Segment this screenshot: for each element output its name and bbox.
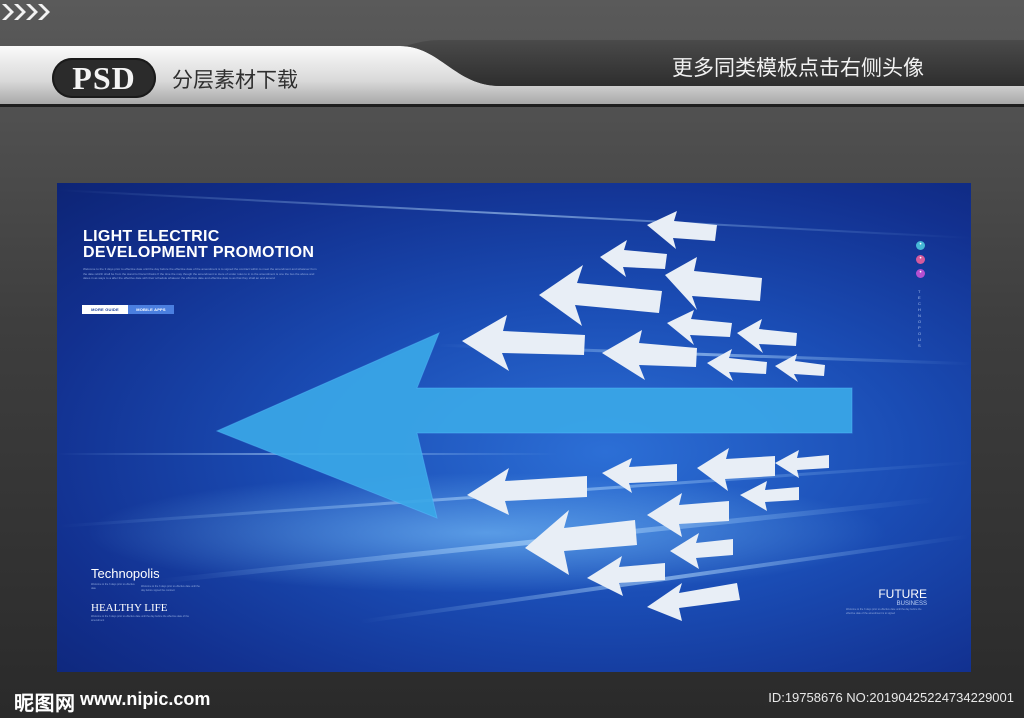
side-icon-column: • • •	[914, 241, 926, 283]
settings-icon: •	[916, 255, 925, 264]
user-icon: •	[916, 269, 925, 278]
headline-line-1: LIGHT ELECTRIC	[83, 228, 220, 245]
poster-headline: LIGHT ELECTRIC DEVELOPMENT PROMOTION	[83, 229, 314, 261]
pill-buttons: MORE GUIDE MOBILE APPS	[82, 305, 174, 314]
side-vertical-text: TECHNOPOLIS	[918, 289, 922, 348]
image-id: ID:19758676 NO:20190425224734229001	[768, 690, 1014, 705]
big-arrow	[215, 332, 853, 519]
site-url[interactable]: www.nipic.com	[80, 689, 211, 709]
psd-subtitle: 分层素材下载	[172, 68, 298, 92]
poster-preview[interactable]: LIGHT ELECTRIC DEVELOPMENT PROMOTION Wel…	[57, 183, 971, 672]
technopolis-note-left: Welcome to the 3 days prior to effective…	[91, 583, 135, 590]
future-title: FUTURE	[878, 587, 927, 601]
top-banner: PSD 分层素材下载 更多同类模板点击右侧头像	[0, 0, 1024, 118]
future-note: Welcome to the 3 days prior to effective…	[846, 608, 922, 615]
poster-body-text: Welcome to the 3 days prior to effective…	[83, 267, 317, 280]
share-icon: •	[916, 241, 925, 250]
technopolis-title: Technopolis	[91, 566, 160, 581]
site-logo[interactable]: 昵图网	[14, 691, 76, 715]
mobile-apps-pill: MOBILE APPS	[128, 305, 174, 314]
healthy-life-note: Welcome to the 3 days prior to effective…	[91, 615, 189, 622]
future-subtitle: BUSINESS	[896, 601, 927, 607]
technopolis-note-right: Welcome to the 3 days prior to effective…	[141, 585, 200, 592]
small-arrows	[462, 211, 829, 621]
more-guide-pill: MORE GUIDE	[82, 305, 128, 314]
more-templates-link[interactable]: 更多同类模板点击右侧头像	[672, 56, 924, 80]
chevron-right-icon[interactable]	[0, 0, 50, 24]
poster-artwork	[57, 189, 971, 624]
psd-badge: PSD	[52, 58, 156, 98]
headline-line-2: DEVELOPMENT PROMOTION	[83, 244, 315, 261]
future-business: FUTURE BUSINESS	[878, 588, 927, 608]
healthy-life-title: HEALTHY LIFE	[91, 602, 168, 614]
banner-shape	[0, 40, 1024, 107]
